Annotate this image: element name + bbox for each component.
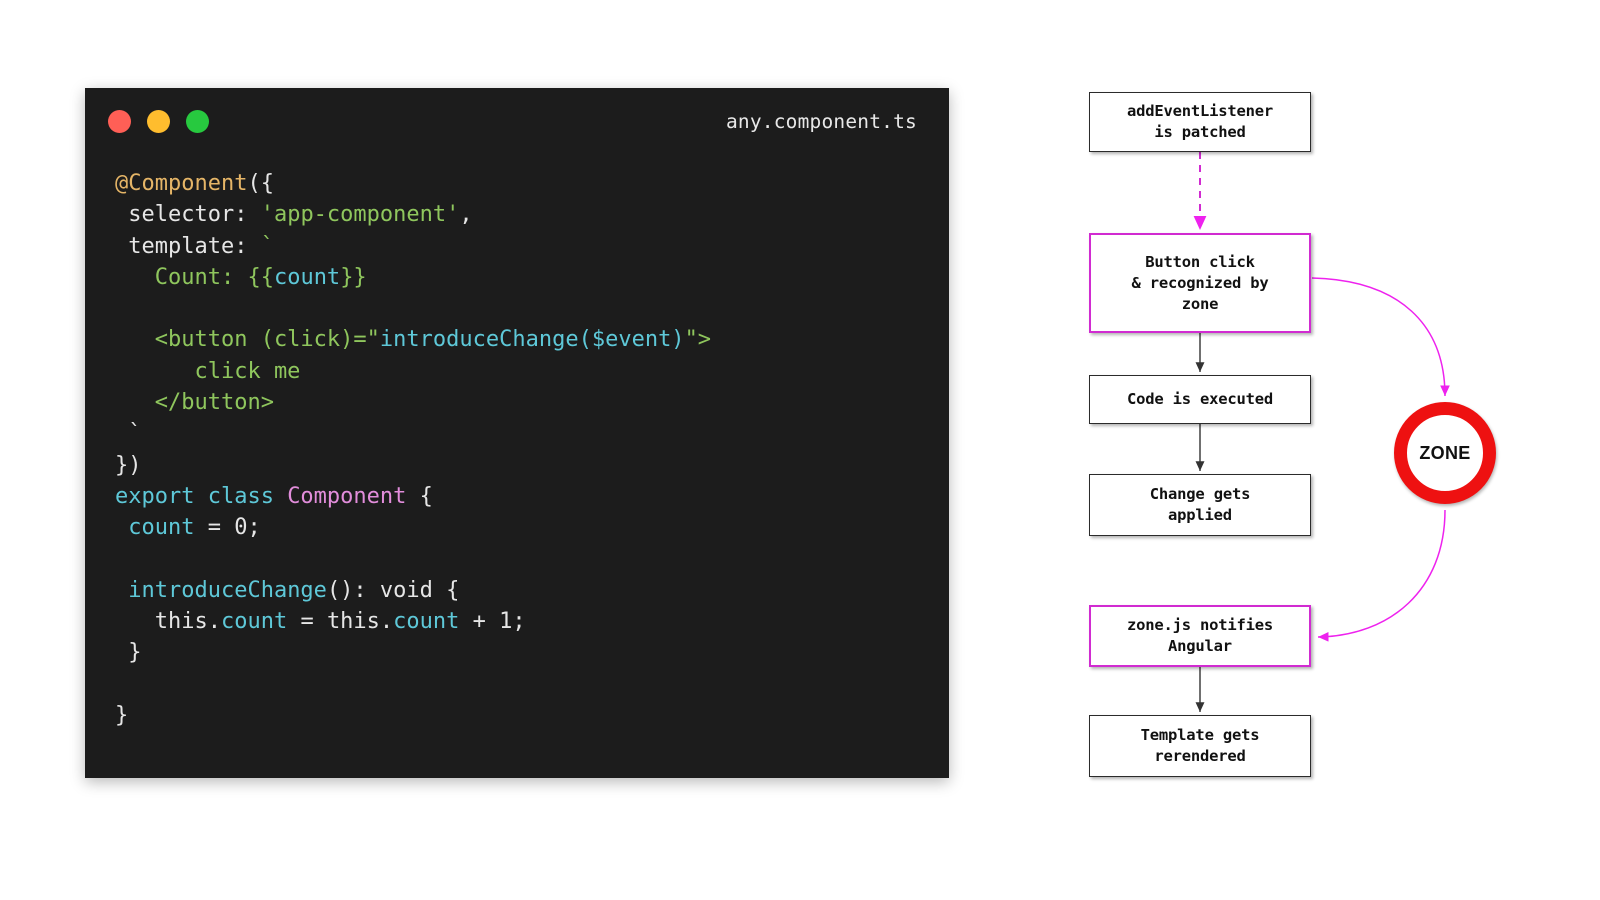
code-editor-content[interactable]: @Component({ selector: 'app-component', …	[115, 168, 939, 731]
code-token: template:	[115, 233, 261, 259]
code-token	[115, 578, 128, 603]
code-token: <button (click)="	[115, 327, 380, 353]
code-token: Component	[287, 483, 407, 509]
code-token: `	[260, 233, 274, 259]
code-token: }	[115, 703, 129, 729]
code-token: 'app-component'	[260, 202, 460, 228]
code-line: this.count = this.count + 1;	[115, 606, 939, 637]
code-token: </button>	[115, 390, 274, 416]
flow-box-zonenotifies[interactable]: zone.js notifies Angular	[1089, 605, 1311, 667]
code-line: introduceChange(): void {	[115, 575, 939, 606]
code-token: introduceChange	[379, 327, 579, 353]
code-line: @Component({	[115, 168, 939, 199]
flow-box-addeventlistener[interactable]: addEventListener is patched	[1089, 92, 1311, 152]
close-button[interactable]	[108, 110, 131, 133]
code-line	[115, 293, 939, 324]
connector-zone-to-zonenotifies	[1317, 509, 1446, 642]
code-token: @Component	[115, 171, 248, 196]
code-filename-label: any.component.ts	[725, 110, 917, 133]
connector-buttonclick-to-zone	[1311, 277, 1450, 397]
code-token: count	[393, 609, 460, 635]
zone-flow-diagram: addEventListener is patched Button click…	[1060, 70, 1580, 830]
maximize-button[interactable]	[186, 110, 209, 133]
code-token: (): void {	[326, 577, 460, 603]
code-token: ,	[459, 202, 473, 228]
code-line: })	[115, 450, 939, 481]
code-token: {{	[247, 264, 274, 290]
code-line: <button (click)="introduceChange($event)…	[115, 324, 939, 355]
code-line: Count: {{count}}	[115, 262, 939, 293]
code-token: })	[115, 452, 142, 478]
flow-box-codeexecuted[interactable]: Code is executed	[1089, 375, 1311, 424]
code-token: ($event)	[578, 327, 685, 353]
code-token: = this.	[287, 609, 394, 635]
code-line: }	[115, 700, 939, 731]
code-token: {	[406, 483, 433, 509]
flow-box-changeapplied[interactable]: Change gets applied	[1089, 474, 1311, 536]
code-line: count = 0;	[115, 512, 939, 543]
minimize-button[interactable]	[147, 110, 170, 133]
code-token	[115, 515, 128, 540]
code-token: 0;	[234, 515, 261, 541]
code-token: Count:	[115, 264, 248, 290]
code-token: }}	[340, 264, 367, 290]
code-line: click me	[115, 356, 939, 387]
code-line: </button>	[115, 387, 939, 418]
code-line: selector: 'app-component',	[115, 199, 939, 230]
flow-box-buttonclick[interactable]: Button click & recognized by zone	[1089, 233, 1311, 333]
zone-circle-badge: ZONE	[1394, 402, 1496, 504]
code-token: selector:	[115, 202, 261, 228]
flow-connectors	[1193, 152, 1450, 712]
code-token: =	[194, 515, 235, 541]
code-token: ">	[684, 327, 712, 353]
code-line	[115, 669, 939, 700]
code-token: }	[115, 640, 142, 666]
code-window-titlebar: any.component.ts	[85, 88, 949, 148]
code-line	[115, 544, 939, 575]
code-line: template: `	[115, 231, 939, 262]
code-token: + 1;	[459, 609, 526, 635]
code-token: ({	[247, 171, 274, 196]
code-token: export class	[115, 483, 288, 509]
code-line: export class Component {	[115, 481, 939, 512]
code-token: `	[115, 421, 142, 447]
flow-box-rerendered[interactable]: Template gets rerendered	[1089, 715, 1311, 777]
code-token: count	[220, 609, 288, 635]
code-token: this.	[115, 609, 221, 635]
code-line: }	[115, 637, 939, 668]
code-window: any.component.ts @Component({ selector: …	[85, 88, 949, 778]
zone-circle-label: ZONE	[1419, 442, 1471, 463]
code-token: introduceChange	[128, 577, 327, 603]
code-token: count	[273, 264, 341, 290]
code-token: click me	[115, 358, 301, 384]
code-line: `	[115, 418, 939, 449]
code-token: count	[128, 515, 195, 541]
